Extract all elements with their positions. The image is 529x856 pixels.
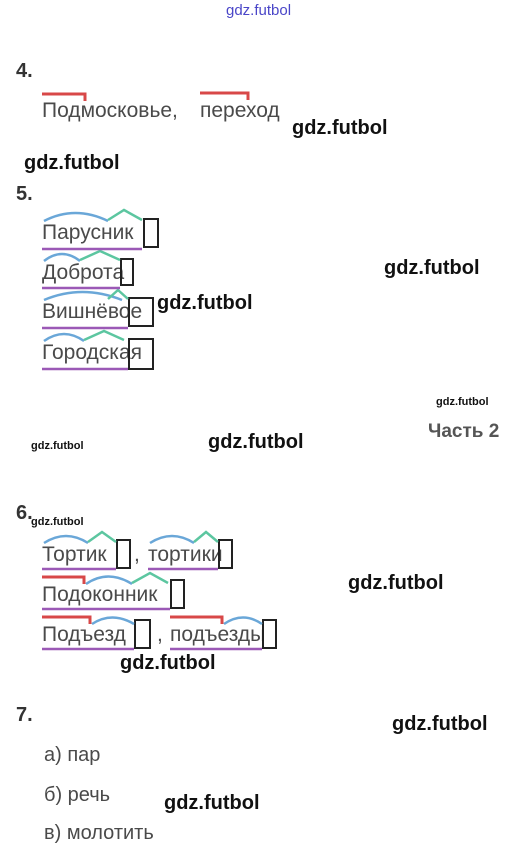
- watermark: gdz.futbol: [24, 152, 120, 174]
- ending-box: [116, 539, 131, 569]
- root-mark: [43, 290, 123, 302]
- part-label: Часть 2: [428, 421, 500, 442]
- root-mark: [43, 211, 109, 223]
- task-6-row1-sep: ,: [134, 543, 140, 566]
- root-mark: [149, 534, 195, 545]
- task-7-option-b: б) речь: [44, 784, 111, 806]
- suffix-mark: [107, 208, 143, 222]
- task-7-option-c: в) молотить: [44, 822, 154, 844]
- ending-box: [262, 619, 277, 649]
- task-6-row3-word2: подъезды: [170, 623, 266, 646]
- task-6-row1-word1: Тортик: [42, 543, 107, 566]
- watermark: gdz.futbol: [348, 572, 444, 594]
- task-6-row2-word1: Подоконник: [42, 583, 158, 606]
- ending-box: [218, 539, 233, 569]
- ending-box: [128, 297, 154, 327]
- task-7-option-a: а) пар: [44, 744, 101, 766]
- root-mark: [43, 252, 81, 263]
- suffix-mark: [79, 249, 121, 262]
- task-4-word-2: переход: [200, 99, 280, 122]
- suffix-mark: [87, 530, 117, 544]
- watermark: gdz.futbol: [31, 440, 84, 452]
- ending-box: [170, 579, 185, 609]
- ending-box: [120, 258, 134, 286]
- task-7-number: 7.: [16, 704, 33, 726]
- task-6-row1-word2: тортики: [148, 543, 223, 566]
- watermark: gdz.futbol: [120, 652, 216, 674]
- task-5-word-3: Вишнёвое: [42, 300, 143, 323]
- ending-box: [134, 619, 151, 649]
- watermark: gdz.futbol: [392, 713, 488, 735]
- suffix-mark: [107, 288, 129, 300]
- watermark: gdz.futbol: [208, 431, 304, 453]
- task-5-word-4: Городская: [42, 341, 142, 364]
- task-6-row3-sep: ,: [157, 623, 163, 646]
- task-6-number: 6.: [16, 502, 33, 524]
- suffix-mark: [83, 329, 125, 342]
- task-4-number: 4.: [16, 60, 33, 82]
- task-5-number: 5.: [16, 183, 33, 205]
- task-6-row3-word1: Подъезд: [42, 623, 126, 646]
- root-mark: [43, 332, 85, 343]
- watermark: gdz.futbol: [31, 516, 84, 528]
- watermark-top: gdz.futbol: [226, 2, 292, 19]
- ending-box: [143, 218, 159, 248]
- watermark: gdz.futbol: [384, 257, 480, 279]
- watermark: gdz.futbol: [164, 792, 260, 814]
- watermark: gdz.futbol: [436, 396, 489, 408]
- task-5-word-1: Парусник: [42, 221, 134, 244]
- ending-box: [128, 338, 154, 370]
- suffix-mark: [131, 571, 169, 585]
- watermark: gdz.futbol: [157, 292, 253, 314]
- task-4-word-1: Подмосковье,: [42, 99, 178, 122]
- task-5-word-2: Доброта: [42, 261, 125, 284]
- root-mark: [43, 534, 89, 545]
- watermark: gdz.futbol: [292, 117, 388, 139]
- suffix-mark: [193, 530, 219, 543]
